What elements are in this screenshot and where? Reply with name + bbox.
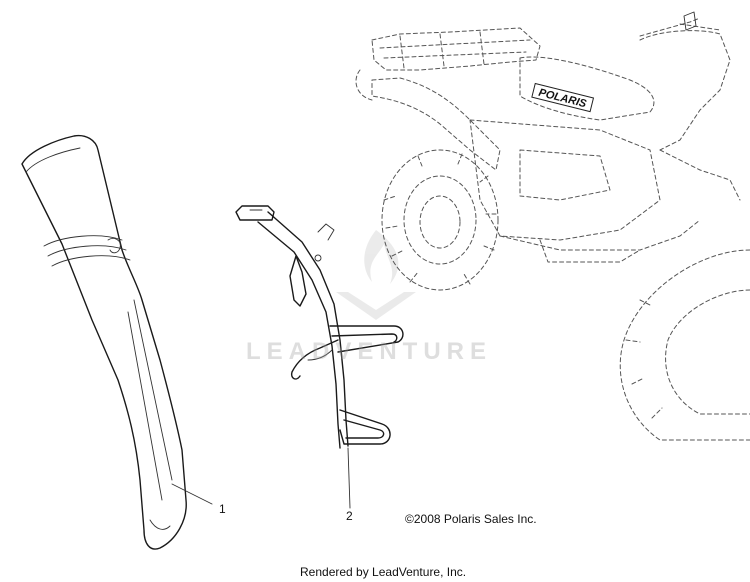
atv-outline: POLARIS	[355, 11, 750, 441]
render-credit: Rendered by LeadVenture, Inc.	[300, 565, 467, 579]
callout-2-leader	[347, 447, 351, 509]
callout-1-leader	[171, 483, 213, 505]
copyright-notice: ©2008 Polaris Sales Inc.	[405, 512, 537, 526]
polaris-decal: POLARIS	[531, 82, 595, 113]
leadventure-logo	[336, 230, 416, 320]
gun-boot-bracket-part	[235, 205, 404, 449]
gun-boot-part	[21, 134, 187, 550]
watermark-text: LEADVENTURE	[246, 338, 493, 365]
callout-2-label: 2	[346, 509, 353, 523]
callout-1-label: 1	[219, 502, 226, 516]
